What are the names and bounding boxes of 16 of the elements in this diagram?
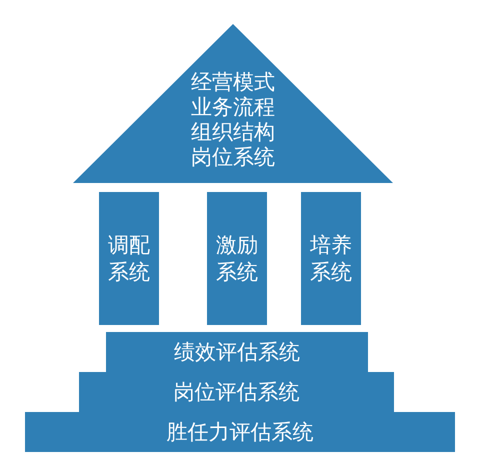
step-label: 绩效评估系统 (174, 340, 300, 364)
step-bar (106, 332, 368, 372)
roof-label: 组织结构 (191, 120, 275, 145)
roof-label: 业务流程 (191, 95, 275, 120)
pillar-label: 激励系统 (215, 232, 259, 286)
pillar (207, 192, 267, 325)
roof-label: 经营模式 (191, 70, 275, 95)
pillar-label: 培养系统 (309, 232, 353, 286)
pillar-label: 调配系统 (107, 232, 151, 286)
step-bar (25, 412, 455, 452)
roof-triangle (73, 24, 393, 183)
pillar (99, 192, 159, 325)
pillar (301, 192, 361, 325)
roof-label: 岗位系统 (191, 145, 275, 170)
step-label: 岗位评估系统 (174, 380, 300, 404)
step-label: 胜任力评估系统 (166, 420, 314, 444)
